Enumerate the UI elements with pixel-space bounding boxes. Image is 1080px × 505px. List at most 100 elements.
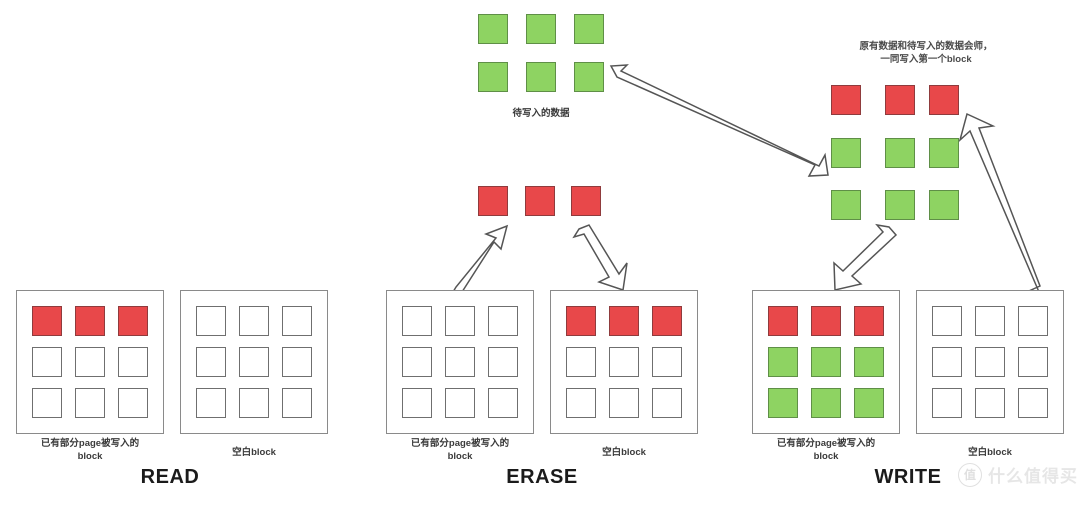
page-grid — [181, 291, 327, 433]
page-cell — [853, 388, 884, 419]
erase-partial-block — [386, 290, 534, 434]
erase-empty-block-caption: 空白block — [602, 447, 646, 458]
caption-line-2: block — [447, 450, 473, 462]
page-cell — [281, 346, 312, 377]
merged-page — [885, 85, 915, 115]
page-cell — [768, 305, 799, 336]
page-cell — [117, 305, 148, 336]
pending-to-merge-arrow — [609, 64, 829, 177]
page-cell — [402, 346, 433, 377]
page-grid — [551, 291, 697, 433]
page-cell — [117, 346, 148, 377]
read-out-arrow — [448, 224, 509, 301]
merge-note-line-1: 原有数据和待写入的数据会师， — [859, 41, 993, 52]
merged-page — [831, 85, 861, 115]
merged-page — [929, 190, 959, 220]
watermark: 值 什么值得买 — [958, 462, 1078, 487]
merged-page — [929, 138, 959, 168]
page-cell — [238, 346, 269, 377]
page-cell — [566, 346, 597, 377]
page-cell — [238, 388, 269, 419]
page-cell — [608, 388, 639, 419]
read-empty-block-caption: 空白block — [232, 447, 276, 458]
page-cell — [32, 305, 63, 336]
page-cell — [810, 346, 841, 377]
page-cell — [608, 305, 639, 336]
merged-page — [831, 190, 861, 220]
caption-line-2: block — [77, 450, 103, 462]
write-partial-block — [752, 290, 900, 434]
merged-page — [885, 190, 915, 220]
page-cell — [853, 346, 884, 377]
page-cell — [238, 305, 269, 336]
page-grid — [753, 291, 899, 433]
merged-page — [885, 138, 915, 168]
caption-line-2: block — [813, 450, 839, 462]
page-cell — [196, 388, 227, 419]
page-cell — [281, 388, 312, 419]
pending-page — [574, 14, 604, 44]
page-cell — [1017, 388, 1048, 419]
page-cell — [117, 388, 148, 419]
page-cell — [566, 305, 597, 336]
erase-empty-block — [550, 290, 698, 434]
caption-line-1: 已有部分page被写入的 — [776, 438, 876, 449]
page-cell — [74, 305, 105, 336]
page-cell — [402, 305, 433, 336]
page-cell — [932, 388, 963, 419]
page-cell — [487, 305, 518, 336]
page-cell — [651, 305, 682, 336]
phase-label-read: READ — [140, 466, 200, 488]
page-cell — [1017, 346, 1048, 377]
page-cell — [32, 346, 63, 377]
page-cell — [444, 346, 475, 377]
watermark-text: 什么值得买 — [988, 467, 1078, 486]
page-cell — [444, 388, 475, 419]
write-empty-block-caption: 空白block — [968, 447, 1012, 458]
write-in-arrow — [572, 224, 628, 291]
page-cell — [196, 305, 227, 336]
page-cell — [974, 346, 1005, 377]
phase-label-write: WRITE — [874, 466, 942, 488]
page-cell — [444, 305, 475, 336]
erase-partial-block-caption: 已有部分page被写入的 block — [384, 438, 536, 463]
page-cell — [32, 388, 63, 419]
page-cell — [487, 346, 518, 377]
caption-line-1: 已有部分page被写入的 — [410, 438, 510, 449]
pending-page — [526, 62, 556, 92]
page-cell — [487, 388, 518, 419]
page-cell — [402, 388, 433, 419]
page-grid — [917, 291, 1063, 433]
erase-floating-page — [571, 186, 601, 216]
merged-page — [831, 138, 861, 168]
write-partial-block-caption: 已有部分page被写入的 block — [750, 438, 902, 463]
page-cell — [974, 388, 1005, 419]
pending-page — [478, 14, 508, 44]
page-cell — [651, 388, 682, 419]
merge-down-arrow — [833, 223, 898, 291]
merged-page — [929, 85, 959, 115]
merge-note-line-2: 一同写入第一个block — [880, 54, 972, 65]
page-cell — [1017, 305, 1048, 336]
phase-label-erase: ERASE — [506, 466, 578, 488]
page-cell — [810, 388, 841, 419]
page-grid — [387, 291, 533, 433]
page-grid — [17, 291, 163, 433]
watermark-logo-icon: 值 — [958, 462, 982, 487]
page-cell — [810, 305, 841, 336]
pending-data-label: 待写入的数据 — [512, 108, 570, 119]
page-cell — [853, 305, 884, 336]
caption-line-1: 已有部分page被写入的 — [40, 438, 140, 449]
pending-page — [574, 62, 604, 92]
erase-floating-page — [525, 186, 555, 216]
erase-floating-page — [478, 186, 508, 216]
read-partial-block-caption: 已有部分page被写入的 block — [14, 438, 166, 463]
source-up-arrow — [958, 112, 1041, 294]
page-cell — [974, 305, 1005, 336]
page-cell — [932, 346, 963, 377]
read-partial-block — [16, 290, 164, 434]
page-cell — [74, 346, 105, 377]
page-cell — [196, 346, 227, 377]
page-cell — [608, 346, 639, 377]
